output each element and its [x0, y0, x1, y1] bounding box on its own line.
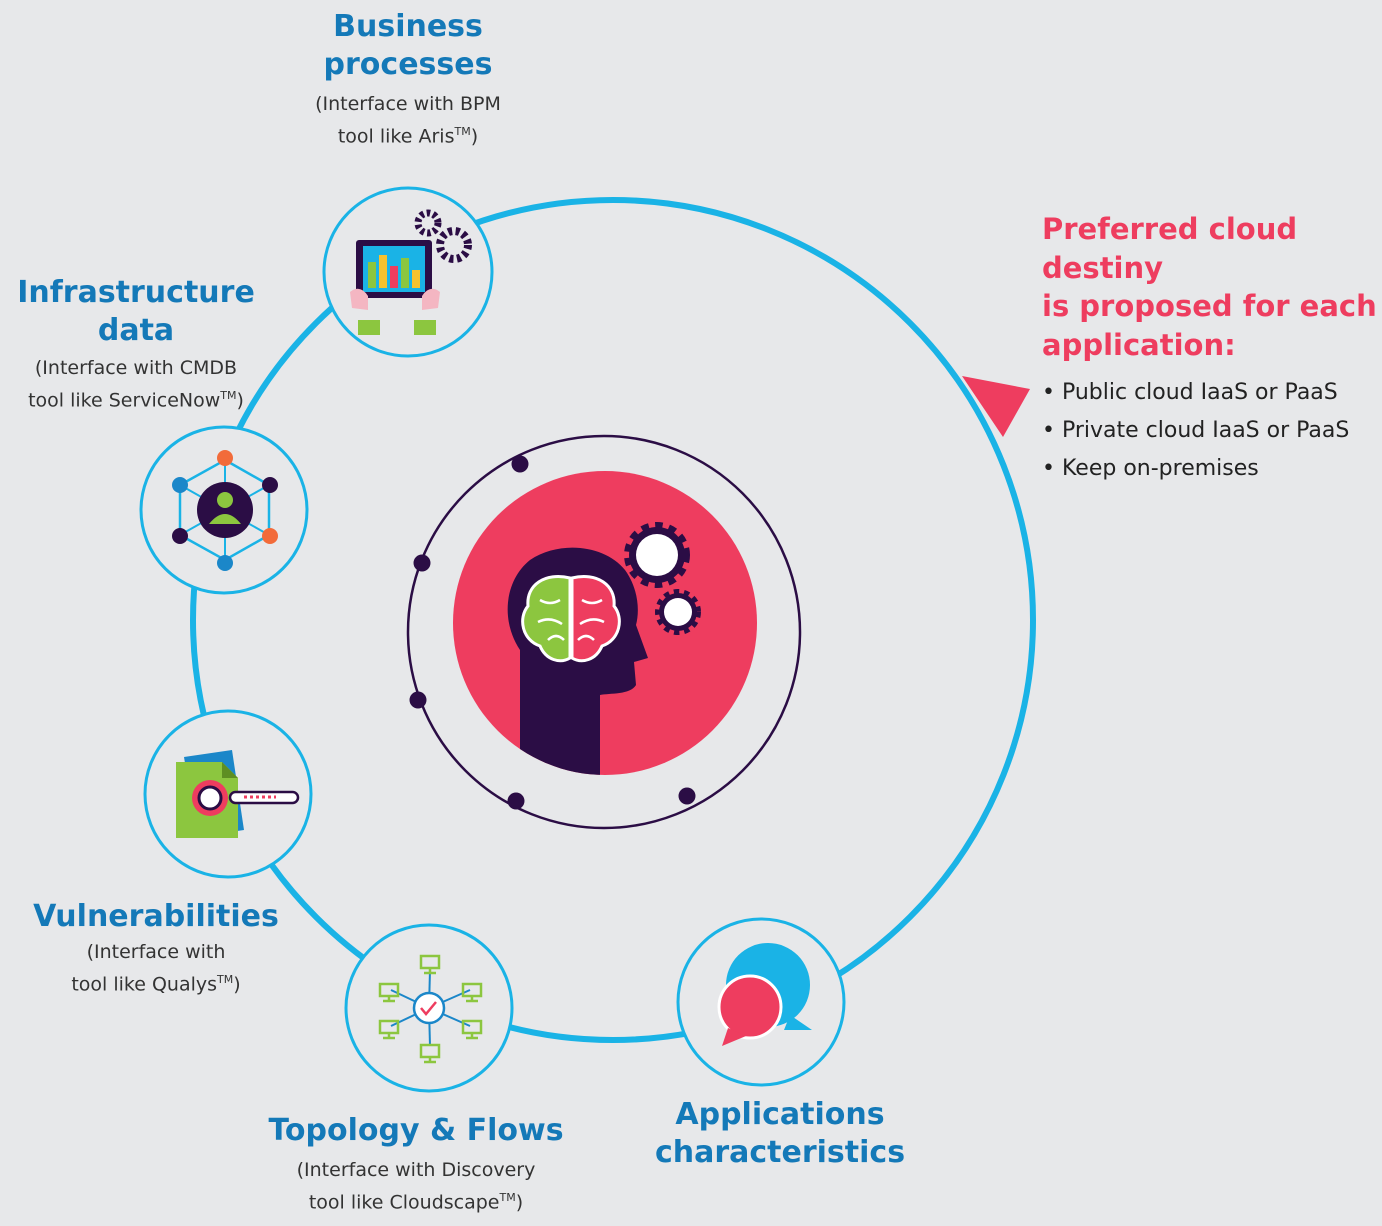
- infrastructure-data-node: [139, 425, 309, 595]
- business-processes-label: Business processes (Interface with BPM t…: [248, 8, 568, 150]
- orbit-dot: [409, 691, 427, 709]
- business-processes-subtitle-end: ): [470, 125, 479, 148]
- result-title: Preferred cloud destiny is proposed for …: [1042, 212, 1377, 362]
- orbit-dot: [507, 792, 525, 810]
- applications-label: Applications characteristics: [620, 1096, 940, 1172]
- infrastructure-data-label: Infrastructure data (Interface with CMDB…: [0, 274, 272, 414]
- result-list: • Public cloud IaaS or PaaS • Private cl…: [1042, 374, 1382, 488]
- network-check-icon: [378, 954, 483, 1064]
- topology-flows-label: Topology & Flows (Interface with Discove…: [256, 1112, 576, 1216]
- business-processes-title: Business processes: [323, 9, 493, 82]
- vulnerabilities-title: Vulnerabilities: [33, 899, 279, 934]
- orbit-dot: [413, 554, 431, 572]
- trademark: TM: [220, 389, 237, 402]
- applications-node: [676, 917, 846, 1087]
- result-item: • Private cloud IaaS or PaaS: [1042, 418, 1350, 443]
- arrow-pointer-icon: [962, 376, 1030, 437]
- vulnerabilities-label: Vulnerabilities (Interface with tool lik…: [20, 898, 292, 998]
- speech-bubbles-icon: [717, 943, 812, 1046]
- topology-flows-title: Topology & Flows: [268, 1113, 564, 1148]
- vulnerabilities-subtitle-end: ): [233, 973, 241, 996]
- topology-flows-subtitle-text: (Interface with Discovery tool like Clou…: [296, 1159, 536, 1214]
- result-panel: Preferred cloud destiny is proposed for …: [1042, 210, 1382, 488]
- orbit-dot: [511, 455, 529, 473]
- result-item: • Keep on-premises: [1042, 456, 1259, 481]
- orbit-dot: [678, 787, 696, 805]
- brain-head-gears-icon: [453, 471, 757, 775]
- document-scan-icon: [176, 750, 300, 838]
- trademark: TM: [499, 1191, 516, 1204]
- network-hexagon-icon: [172, 450, 278, 571]
- business-processes-subtitle-text: (Interface with BPM tool like Aris: [315, 93, 501, 148]
- vulnerabilities-node: [143, 709, 313, 879]
- topology-flows-subtitle: (Interface with Discovery tool like Clou…: [256, 1156, 576, 1216]
- result-item: • Public cloud IaaS or PaaS: [1042, 380, 1338, 405]
- topology-flows-node: [344, 923, 514, 1093]
- topology-flows-subtitle-end: ): [515, 1191, 524, 1214]
- trademark: TM: [454, 125, 471, 138]
- infrastructure-data-subtitle-text: (Interface with CMDB tool like ServiceNo…: [28, 357, 238, 412]
- infrastructure-data-subtitle: (Interface with CMDB tool like ServiceNo…: [0, 354, 272, 414]
- vulnerabilities-subtitle: (Interface with tool like QualysTM): [20, 938, 292, 998]
- vulnerabilities-subtitle-text: (Interface with tool like Qualys: [71, 941, 226, 996]
- tablet-gears-icon: [350, 209, 472, 335]
- business-processes-subtitle: (Interface with BPM tool like ArisTM): [248, 90, 568, 150]
- infrastructure-data-subtitle-end: ): [236, 389, 244, 412]
- trademark: TM: [217, 973, 234, 986]
- business-processes-node: [322, 186, 494, 358]
- outer-ring: [190, 197, 1036, 1043]
- orbit-ring: [406, 434, 802, 830]
- applications-title: Applications characteristics: [654, 1097, 906, 1170]
- infrastructure-data-title: Infrastructure data: [17, 275, 255, 348]
